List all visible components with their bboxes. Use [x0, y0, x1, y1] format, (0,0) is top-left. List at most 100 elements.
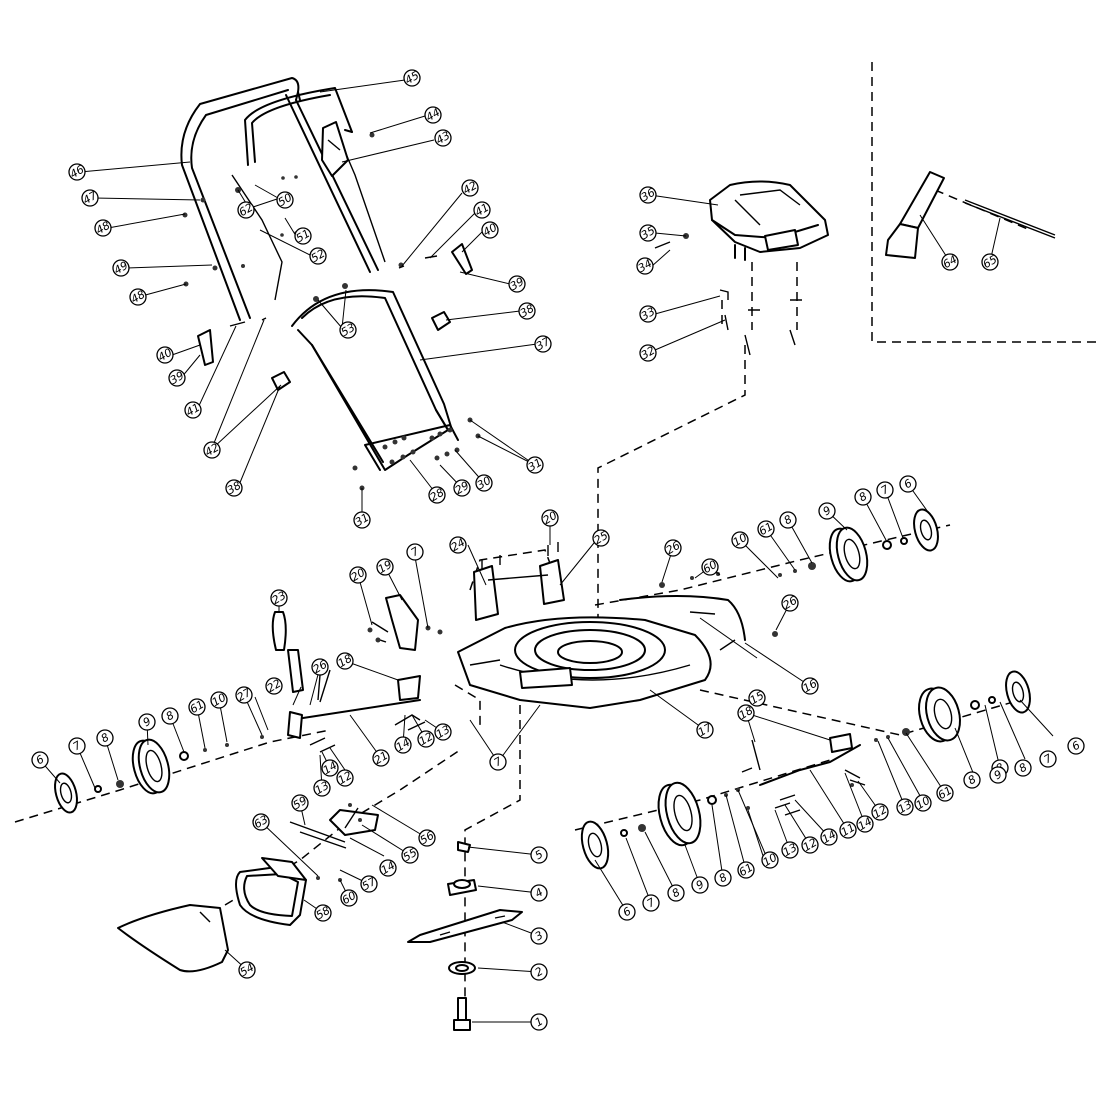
callout-59: 59 — [291, 794, 310, 812]
callout-31a: 31 — [526, 456, 545, 474]
callout-55: 55 — [401, 846, 420, 864]
callout-label: 61 — [936, 784, 955, 802]
callout-label: 48 — [94, 219, 113, 237]
callout-label: 12 — [871, 803, 890, 821]
control-bail-bar — [244, 87, 353, 166]
callout-14c: 14 — [856, 815, 875, 833]
callout-19: 19 — [376, 558, 395, 576]
callout-35: 35 — [639, 224, 658, 242]
callout-61d: 61 — [757, 520, 776, 538]
callout-26c: 26 — [781, 594, 800, 612]
callout-label: 57 — [360, 875, 379, 893]
callout-6d: 6 — [899, 475, 917, 493]
callout-28: 28 — [428, 486, 447, 504]
callout-label: 32 — [639, 344, 658, 362]
callout-label: 37 — [534, 335, 553, 353]
callout-3: 3 — [530, 927, 548, 945]
callout-label: 47 — [81, 189, 100, 207]
callout-label: 43 — [434, 129, 453, 147]
callout-label: 14 — [379, 859, 398, 877]
callout-8d: 8 — [963, 771, 981, 789]
callout-6a: 6 — [31, 751, 49, 769]
callout-5: 5 — [530, 846, 548, 864]
rear-axle-bar — [619, 595, 746, 651]
callout-9d: 9 — [818, 502, 836, 520]
callout-9c: 9 — [691, 876, 709, 894]
callout-40b: 40 — [156, 346, 175, 364]
callout-label: 39 — [168, 369, 187, 387]
callout-8c: 8 — [1014, 759, 1032, 777]
callout-25: 25 — [592, 529, 611, 547]
callout-label: 61 — [188, 698, 207, 716]
mulch-adapter-accessory — [885, 171, 1056, 259]
callout-label: 14 — [321, 759, 340, 777]
wheel-front-left — [54, 735, 264, 814]
callout-label: 26 — [664, 539, 683, 557]
callout-label: 53 — [339, 321, 358, 339]
callout-label: 55 — [401, 846, 420, 864]
callout-10d: 10 — [731, 531, 750, 549]
side-plate-19 — [371, 594, 419, 651]
callout-56: 56 — [418, 829, 437, 847]
callout-38a: 38 — [518, 302, 537, 320]
callout-23: 23 — [270, 589, 289, 607]
callout-label: 19 — [376, 558, 395, 576]
callout-64: 64 — [941, 253, 960, 271]
callout-label: 31 — [526, 456, 545, 474]
throttle-lever — [321, 121, 349, 177]
callout-label: 39 — [508, 275, 527, 293]
callout-label: 33 — [639, 305, 658, 323]
callout-7f: 7 — [489, 753, 507, 771]
callout-label: 18 — [336, 652, 355, 670]
callout-12c: 12 — [871, 803, 890, 821]
callout-label: 38 — [225, 479, 244, 497]
callout-42a: 42 — [461, 179, 480, 197]
callout-15: 15 — [748, 689, 767, 707]
callout-label: 12 — [336, 769, 355, 787]
callout-27: 27 — [235, 686, 254, 704]
callout-label: 13 — [781, 841, 800, 859]
callout-label: 23 — [270, 589, 289, 607]
callout-label: 26 — [311, 658, 330, 676]
callout-65: 65 — [981, 253, 1000, 271]
callout-4: 4 — [530, 884, 548, 902]
callout-label: 14 — [856, 815, 875, 833]
callout-22: 22 — [265, 677, 284, 695]
callout-18b: 18 — [737, 704, 756, 722]
front-axle-assembly — [271, 611, 426, 753]
callout-7e: 7 — [406, 543, 424, 561]
callout-9a: 9 — [138, 713, 156, 731]
callout-41b: 41 — [184, 401, 203, 419]
callout-52: 52 — [309, 247, 328, 265]
callout-label: 41 — [473, 201, 492, 219]
callout-label: 42 — [203, 441, 222, 459]
callout-62: 62 — [237, 201, 256, 219]
callout-12b: 12 — [417, 730, 436, 748]
part-number-callouts: 1234566667777778888888889999101010101112… — [31, 69, 1085, 1031]
callout-50: 50 — [276, 191, 295, 209]
callout-label: 45 — [403, 69, 422, 87]
callout-8b: 8 — [161, 707, 179, 725]
callout-14d: 14 — [820, 828, 839, 846]
callout-label: 64 — [941, 253, 960, 271]
callout-13c: 13 — [896, 798, 915, 816]
callout-8e: 8 — [667, 884, 685, 902]
callout-21: 21 — [372, 749, 391, 767]
callout-49: 49 — [112, 259, 131, 277]
callout-label: 54 — [238, 961, 257, 979]
callout-43: 43 — [434, 129, 453, 147]
callout-label: 13 — [434, 723, 453, 741]
callout-42b: 42 — [203, 441, 222, 459]
callout-label: 12 — [801, 836, 820, 854]
callout-label: 63 — [252, 813, 271, 831]
callout-label: 65 — [981, 253, 1000, 271]
callout-label: 20 — [349, 566, 368, 584]
callout-label: 59 — [291, 794, 310, 812]
callout-2: 2 — [530, 963, 548, 981]
callout-61c: 61 — [737, 861, 756, 879]
callout-label: 27 — [235, 686, 254, 704]
callout-label: 36 — [639, 186, 658, 204]
callout-label: 56 — [418, 829, 437, 847]
callout-label: 13 — [896, 798, 915, 816]
